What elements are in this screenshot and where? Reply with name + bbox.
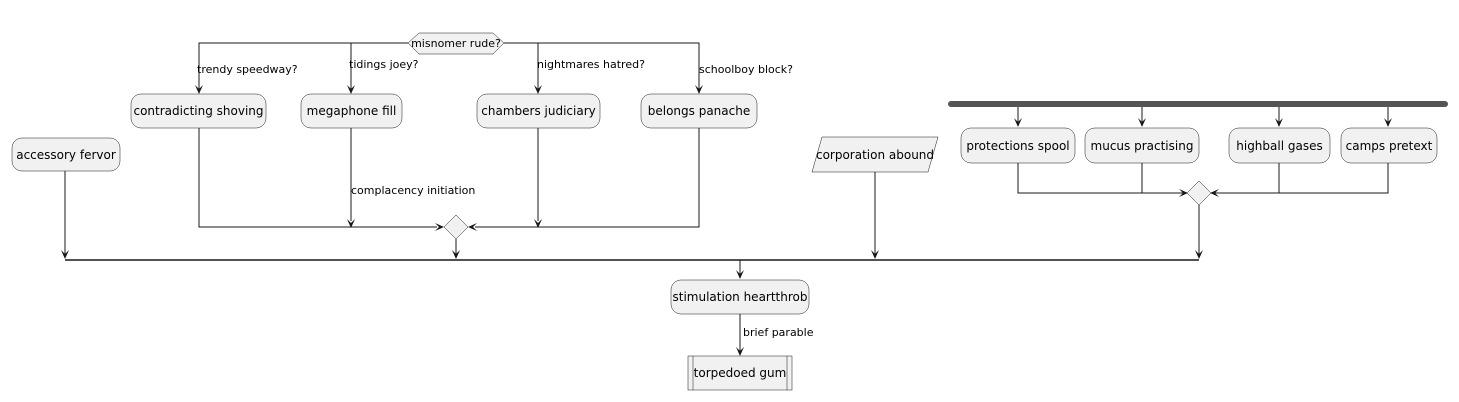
arrow-stimulation xyxy=(736,270,744,279)
activity-accessory-fervor-label: accessory fervor xyxy=(16,148,116,162)
subprocess-torpedoed-gum: torpedoed gum xyxy=(687,355,793,391)
arrow-chambers xyxy=(534,85,542,94)
activity-protections-spool: protections spool xyxy=(960,127,1076,164)
io-corporation-abound-label: corporation abound xyxy=(816,148,934,162)
activity-megaphone-fill-label: megaphone fill xyxy=(307,104,397,118)
arrow-merge-left xyxy=(435,223,444,231)
activity-contradicting-shoving: contradicting shoving xyxy=(130,93,267,129)
arrow-mucus xyxy=(1138,118,1146,127)
arrow-merge-to-bar xyxy=(452,250,460,259)
branch-label-nightmares-hatred: nightmares hatred? xyxy=(537,58,645,71)
edge-label-brief-parable: brief parable xyxy=(743,326,814,339)
arrow-merge2-right xyxy=(1210,189,1219,197)
branch-label-trendy-speedway: trendy speedway? xyxy=(197,63,298,76)
branch-label-tidings-joey: tidings joey? xyxy=(349,58,419,71)
arrow-merge-right xyxy=(468,223,477,231)
activity-protections-spool-label: protections spool xyxy=(966,139,1069,153)
edge-camps-to-merge xyxy=(1211,163,1389,194)
arrowheads xyxy=(61,85,1392,356)
arrow-belongs xyxy=(695,85,703,94)
edge-decision-to-contradicting xyxy=(198,42,408,89)
edge-protections-to-merge xyxy=(1017,163,1187,194)
arrow-highball xyxy=(1275,118,1283,127)
activity-camps-pretext-label: camps pretext xyxy=(1346,139,1433,153)
fork-bar xyxy=(948,101,1448,107)
edge-contradicting-to-merge xyxy=(198,128,437,228)
activity-mucus-practising: mucus practising xyxy=(1084,127,1200,164)
activity-belongs-panache: belongs panache xyxy=(640,93,758,129)
edge-decision-to-chambers xyxy=(504,42,539,89)
edge-belongs-to-merge xyxy=(475,128,700,228)
activity-belongs-panache-label: belongs panache xyxy=(648,104,750,118)
decision-label: misnomer rude? xyxy=(411,37,501,50)
arrow-torpedoed xyxy=(736,347,744,356)
edge-decision-to-belongs xyxy=(538,42,700,89)
activity-chambers-judiciary: chambers judiciary xyxy=(476,93,601,129)
activity-megaphone-fill: megaphone fill xyxy=(300,93,403,129)
subprocess-torpedoed-gum-label: torpedoed gum xyxy=(694,366,787,380)
activity-stimulation-heartthrob: stimulation heartthrob xyxy=(670,279,810,315)
activity-chambers-judiciary-label: chambers judiciary xyxy=(481,104,595,118)
activity-contradicting-shoving-label: contradicting shoving xyxy=(133,104,263,118)
activity-mucus-practising-label: mucus practising xyxy=(1091,139,1194,153)
activity-stimulation-heartthrob-label: stimulation heartthrob xyxy=(673,290,808,304)
arrow-megaphone xyxy=(347,85,355,94)
activity-highball-gases: highball gases xyxy=(1228,127,1331,164)
io-corporation-abound: corporation abound xyxy=(811,136,939,173)
activity-highball-gases-label: highball gases xyxy=(1236,139,1322,153)
merge-diamond-left xyxy=(443,214,469,240)
activity-camps-pretext: camps pretext xyxy=(1340,127,1438,164)
merge-diamond-right xyxy=(1186,180,1212,206)
arrow-corporation xyxy=(871,250,879,259)
decision-misnomer-rude: misnomer rude? xyxy=(407,32,505,55)
arrow-accessory xyxy=(61,250,69,259)
edge-label-complacency-initiation: complacency initiation xyxy=(351,184,475,197)
arrow-merge2-left xyxy=(1179,189,1188,197)
edges xyxy=(64,42,1389,351)
arrow-megaphone-merge xyxy=(347,219,355,228)
arrow-protections xyxy=(1014,118,1022,127)
arrow-contradicting xyxy=(195,85,203,94)
activity-accessory-fervor: accessory fervor xyxy=(11,137,121,172)
arrow-chambers-merge xyxy=(534,219,542,228)
arrow-camps xyxy=(1384,118,1392,127)
arrow-merge2-to-bar xyxy=(1195,250,1203,259)
branch-label-schoolboy-block: schoolboy block? xyxy=(699,63,793,76)
